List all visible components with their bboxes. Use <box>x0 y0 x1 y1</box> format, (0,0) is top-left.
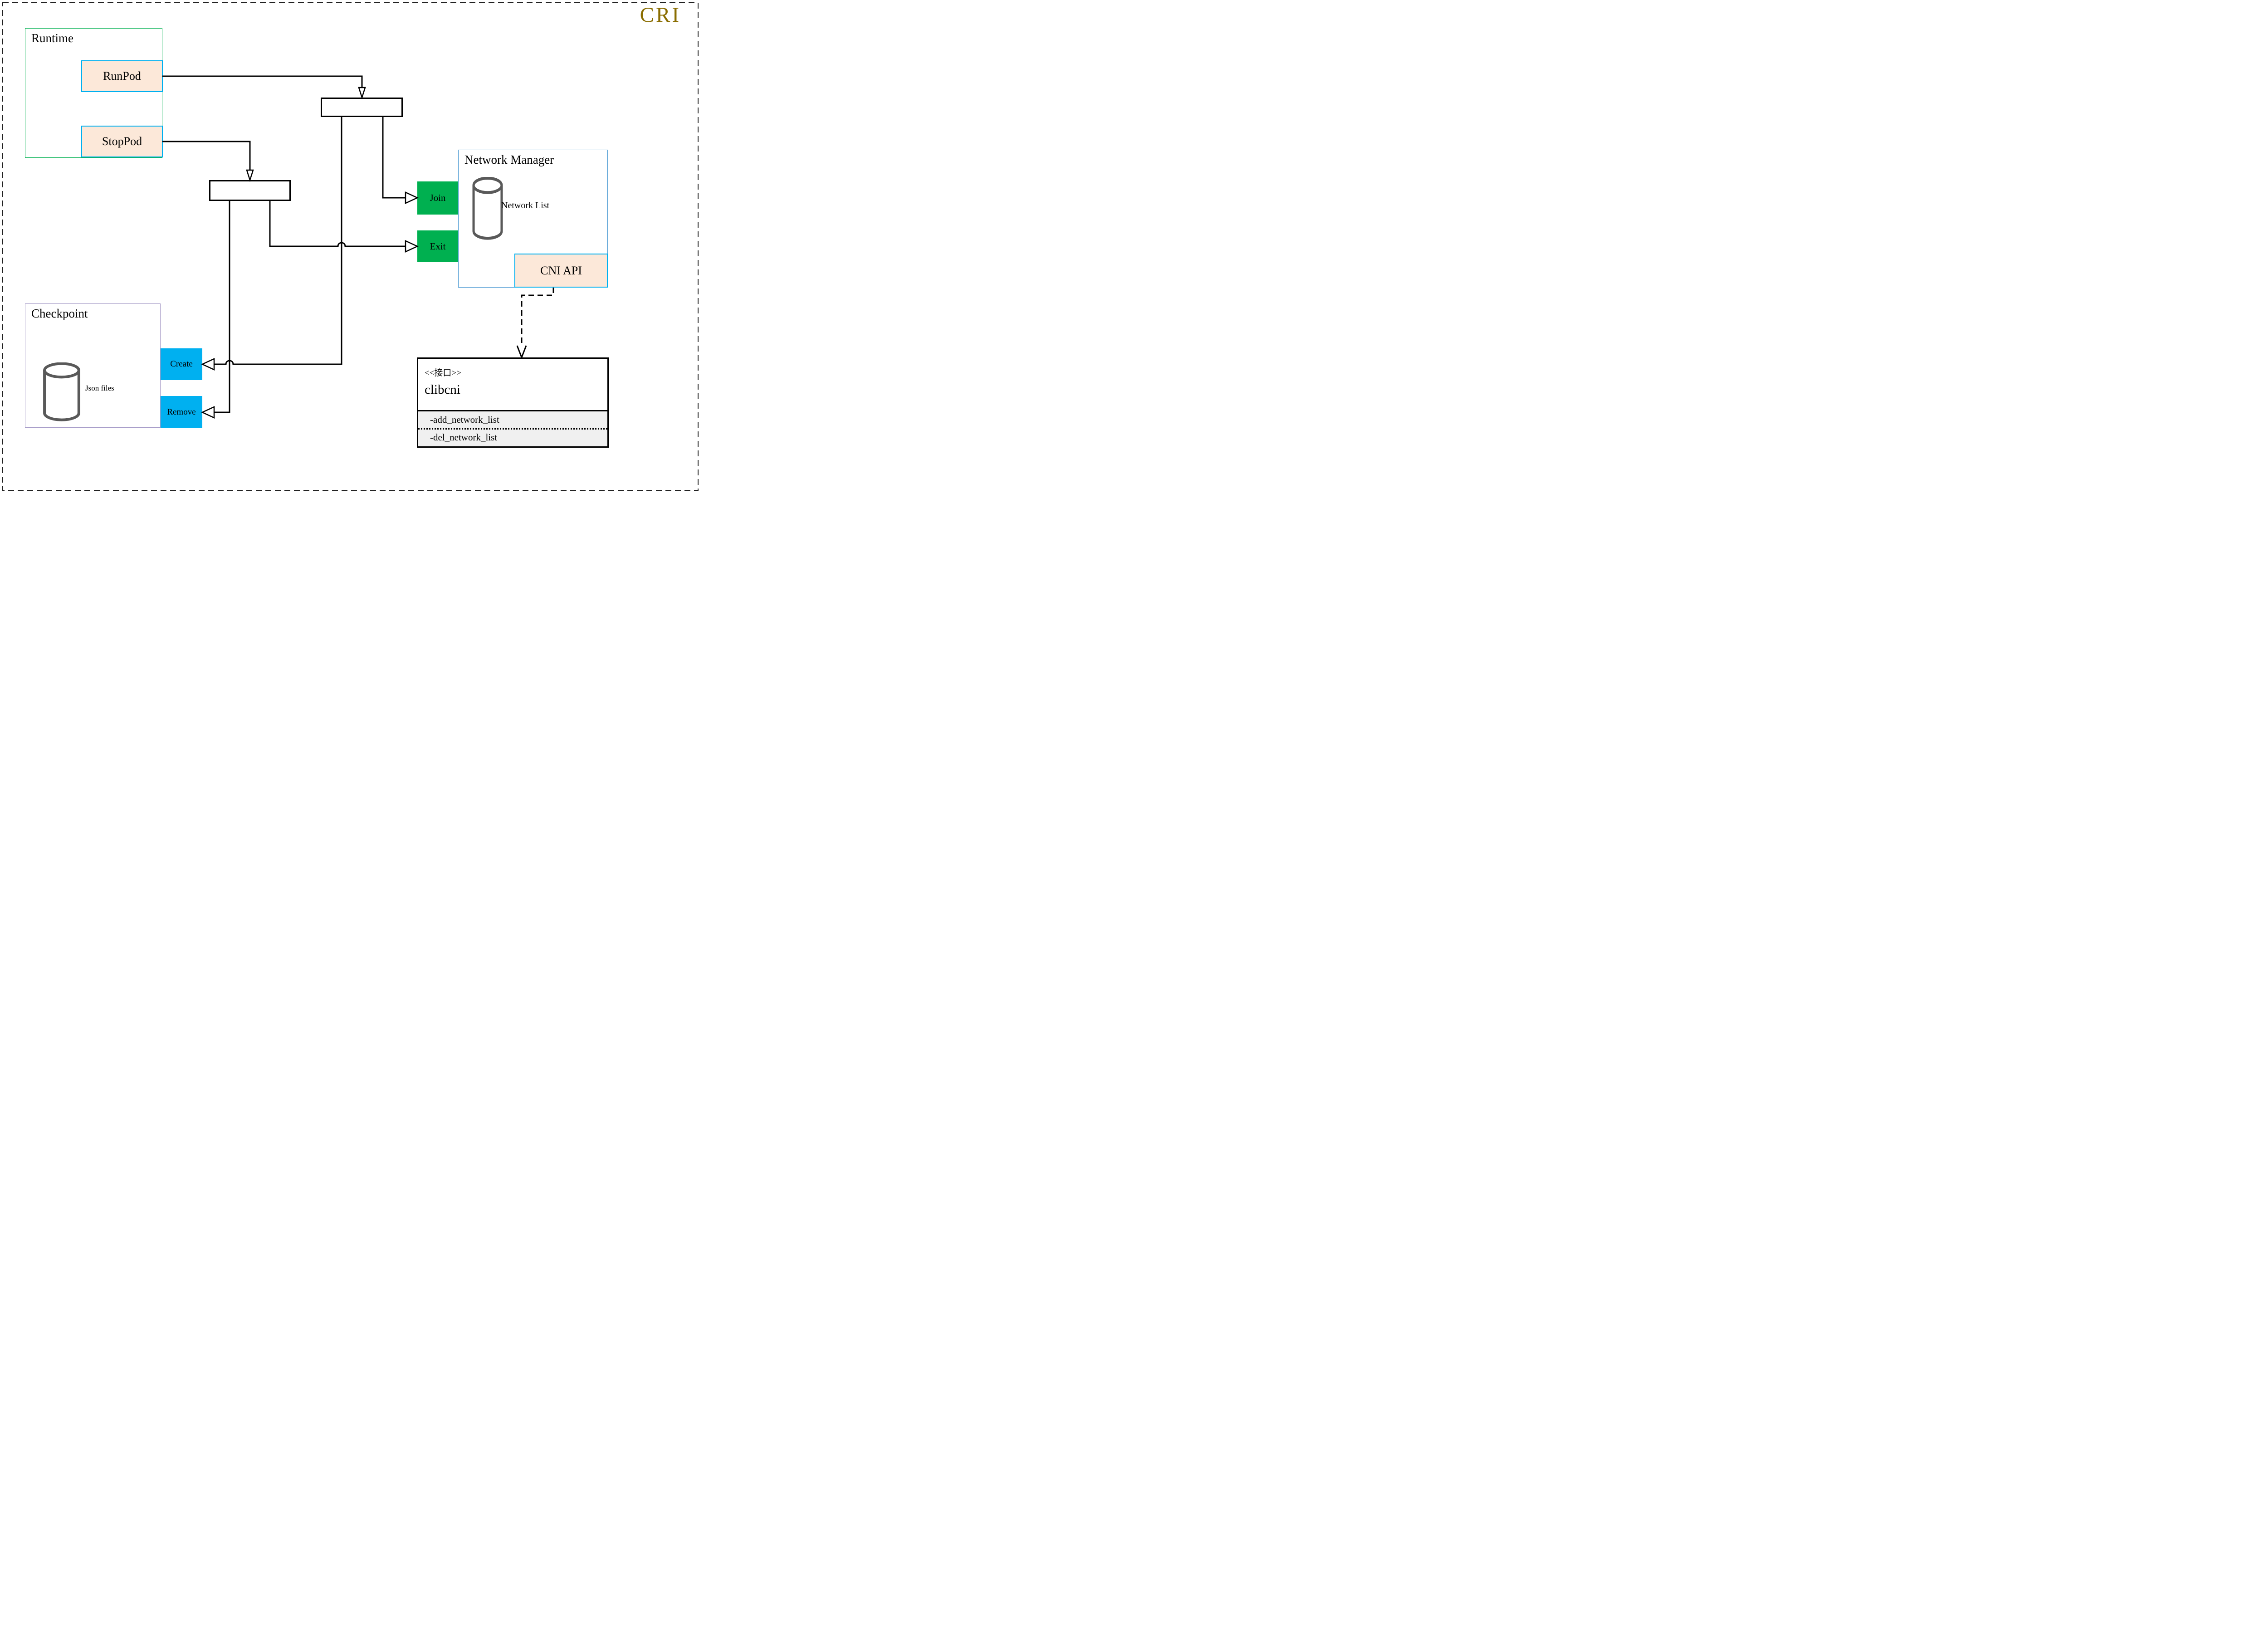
arrowhead-down-icon <box>358 87 366 100</box>
json-files-label: Json files <box>85 384 114 392</box>
exit-label: Exit <box>430 240 446 252</box>
cni-api-node: CNI API <box>514 254 608 288</box>
stoppod-node: StopPod <box>81 126 163 157</box>
wire-fork1-to-join <box>382 117 406 199</box>
checkpoint-label: Checkpoint <box>31 307 88 320</box>
clibcni-methods-section: -add_network_list -del_network_list <box>418 410 607 446</box>
join-label: Join <box>430 192 446 203</box>
wire-fork2-to-exit <box>269 201 406 247</box>
network-manager-label: Network Manager <box>464 153 554 166</box>
fork-bar-stoppod <box>209 180 291 201</box>
method-del-network-list: -del_network_list <box>418 430 607 445</box>
clibcni-title-section: <<接口>> clibcni <box>418 359 607 411</box>
arrowhead-open-down-icon <box>516 345 527 360</box>
wire-runpod-to-fork1 <box>162 75 363 88</box>
runpod-label: RunPod <box>103 69 141 83</box>
interface-name: clibcni <box>425 382 460 397</box>
page-title: CRI <box>640 3 681 27</box>
interface-stereotype: <<接口>> <box>425 368 461 378</box>
fork-bar-runpod <box>321 98 403 117</box>
wire-stoppod-to-fork2 <box>162 141 251 170</box>
wire-fork1-to-create <box>214 117 342 365</box>
method-del-label: -del_network_list <box>430 431 498 443</box>
remove-label: Remove <box>167 407 196 417</box>
wire-cniapi-to-clibcni <box>521 288 554 347</box>
network-list-label: Network List <box>501 200 550 210</box>
arrowhead-down-icon <box>246 169 254 182</box>
method-add-label: -add_network_list <box>430 414 499 425</box>
join-node: Join <box>417 181 458 215</box>
method-add-network-list: -add_network_list <box>418 411 607 430</box>
wire-fork2-to-remove <box>214 201 230 413</box>
remove-node: Remove <box>161 396 202 428</box>
checkpoint-container: Checkpoint <box>25 303 161 428</box>
clibcni-interface-box: <<接口>> clibcni -add_network_list -del_ne… <box>417 357 609 448</box>
runtime-label: Runtime <box>31 31 73 45</box>
arrowhead-left-icon <box>201 406 215 419</box>
arrowhead-right-icon <box>405 240 419 253</box>
stoppod-label: StopPod <box>102 135 142 148</box>
diagram-canvas: Runtime Checkpoint Network Manager RunPo… <box>0 0 701 493</box>
arrowhead-left-icon <box>201 358 215 371</box>
create-label: Create <box>170 359 193 369</box>
arrowhead-right-icon <box>405 191 419 204</box>
create-node: Create <box>161 348 202 380</box>
exit-node: Exit <box>417 230 458 262</box>
cni-api-label: CNI API <box>540 264 582 277</box>
runpod-node: RunPod <box>81 60 163 92</box>
